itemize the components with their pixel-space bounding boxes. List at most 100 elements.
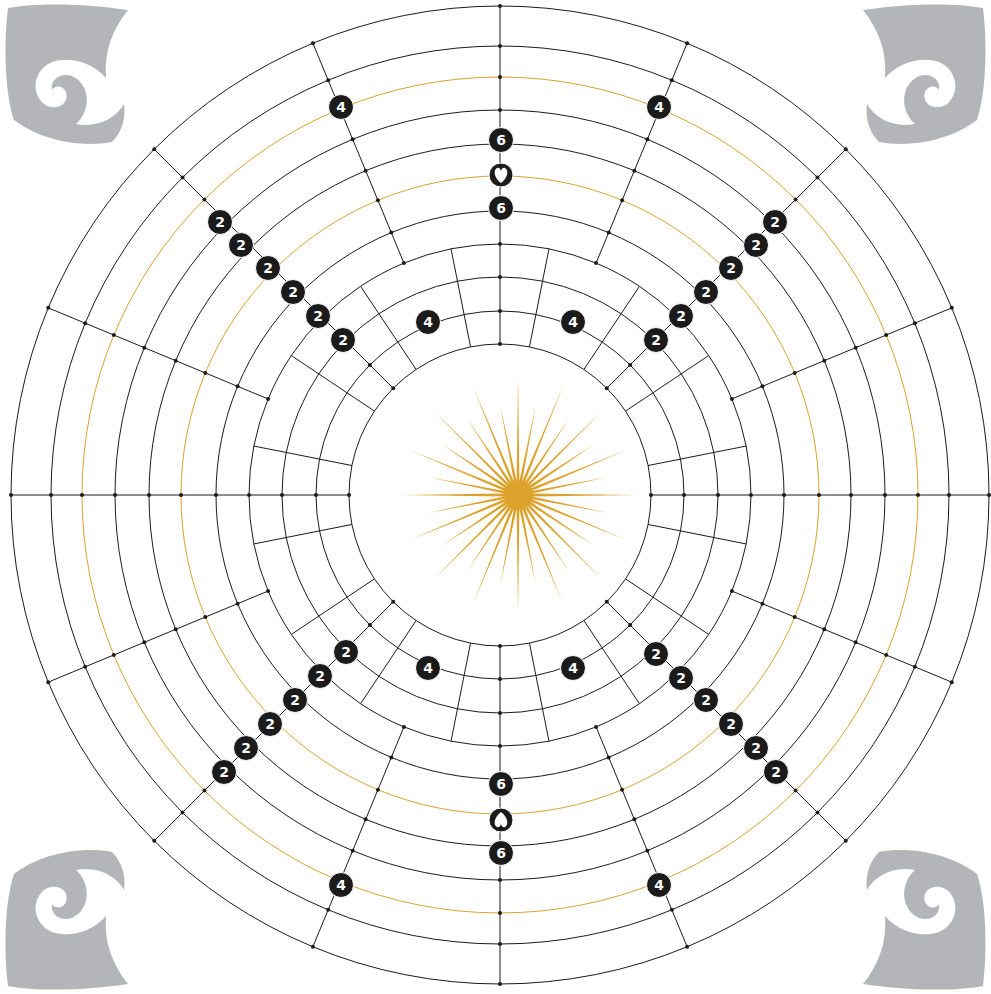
spoke bbox=[313, 727, 404, 947]
dot bbox=[883, 493, 887, 497]
dot bbox=[817, 493, 821, 497]
callout-number: 2 bbox=[307, 663, 333, 689]
dot bbox=[498, 242, 502, 246]
callout-number: 2 bbox=[643, 327, 669, 353]
dot bbox=[113, 493, 117, 497]
callout-number: 2 bbox=[282, 687, 308, 713]
dot bbox=[594, 261, 598, 265]
dot bbox=[815, 176, 819, 180]
dot bbox=[202, 197, 206, 201]
ring bbox=[282, 277, 718, 713]
spoke bbox=[451, 249, 471, 347]
corner-ornament bbox=[863, 4, 985, 144]
dot bbox=[498, 982, 502, 986]
dot bbox=[628, 363, 632, 367]
dot bbox=[682, 493, 686, 497]
dot bbox=[326, 78, 330, 82]
dot bbox=[498, 75, 502, 79]
dot bbox=[498, 309, 502, 313]
callout-number: 2 bbox=[333, 639, 359, 665]
dot bbox=[351, 137, 355, 141]
dot bbox=[913, 321, 917, 325]
symbol-glyph bbox=[495, 812, 508, 827]
spoke bbox=[48, 308, 268, 399]
spoke bbox=[626, 579, 709, 635]
dot bbox=[49, 493, 53, 497]
callout-number: 2 bbox=[305, 303, 331, 329]
dot bbox=[498, 275, 502, 279]
ring bbox=[11, 6, 989, 984]
callout-number: 2 bbox=[255, 255, 281, 281]
callout-number: 2 bbox=[233, 735, 259, 761]
dot bbox=[620, 788, 624, 792]
spoke bbox=[648, 446, 746, 466]
callout-number: 2 bbox=[718, 255, 744, 281]
ring bbox=[316, 311, 684, 679]
dot bbox=[236, 384, 240, 388]
sunburst bbox=[400, 377, 636, 613]
spoke bbox=[291, 579, 374, 635]
callout-number: 6 bbox=[488, 195, 514, 221]
spoke bbox=[529, 249, 549, 347]
dot bbox=[498, 911, 502, 915]
dot bbox=[498, 644, 502, 648]
dot bbox=[605, 386, 609, 390]
callout-number: 4 bbox=[560, 309, 586, 335]
dot bbox=[391, 386, 395, 390]
dot bbox=[632, 817, 636, 821]
spokes bbox=[11, 6, 989, 984]
spoke bbox=[254, 524, 352, 544]
symbol-badge bbox=[489, 808, 513, 832]
callout-number: 6 bbox=[488, 840, 514, 866]
dot bbox=[884, 333, 888, 337]
dot bbox=[147, 493, 151, 497]
dot bbox=[628, 623, 632, 627]
dot bbox=[844, 839, 848, 843]
dot bbox=[247, 493, 251, 497]
callout-number: 2 bbox=[280, 279, 306, 305]
callout-number: 4 bbox=[415, 655, 441, 681]
callout-number: 2 bbox=[762, 209, 788, 235]
spoke bbox=[584, 286, 640, 369]
callout-number: 6 bbox=[488, 771, 514, 797]
dot bbox=[83, 665, 87, 669]
spoke bbox=[154, 149, 393, 388]
dot bbox=[214, 493, 218, 497]
symbol-badge bbox=[489, 808, 513, 832]
callout-number: 2 bbox=[207, 209, 233, 235]
callout-number: 2 bbox=[211, 759, 237, 785]
dot bbox=[364, 817, 368, 821]
dot bbox=[142, 346, 146, 350]
callout-number: 2 bbox=[257, 711, 283, 737]
callout-number: 2 bbox=[743, 232, 769, 258]
callout-number: 2 bbox=[763, 759, 789, 785]
dot bbox=[987, 493, 991, 497]
dot bbox=[498, 4, 502, 8]
dot bbox=[645, 137, 649, 141]
callout-number: 6 bbox=[488, 127, 514, 153]
dot bbox=[950, 306, 954, 310]
callout-number: 2 bbox=[643, 641, 669, 667]
callout-number: 4 bbox=[646, 94, 672, 120]
dot bbox=[112, 333, 116, 337]
dot bbox=[402, 261, 406, 265]
callout-number: 2 bbox=[718, 711, 744, 737]
spoke bbox=[732, 308, 952, 399]
dot bbox=[314, 493, 318, 497]
dot bbox=[152, 839, 156, 843]
callout-number: 2 bbox=[228, 232, 254, 258]
board-ground bbox=[11, 6, 989, 984]
dot bbox=[950, 680, 954, 684]
dot bbox=[498, 942, 502, 946]
dot bbox=[203, 615, 207, 619]
dot bbox=[854, 346, 858, 350]
dot bbox=[174, 359, 178, 363]
dot bbox=[794, 789, 798, 793]
spoke bbox=[596, 43, 687, 263]
dot bbox=[822, 627, 826, 631]
dot bbox=[498, 711, 502, 715]
spoke bbox=[607, 149, 846, 388]
dot bbox=[351, 849, 355, 853]
dot bbox=[716, 493, 720, 497]
dot bbox=[607, 231, 611, 235]
